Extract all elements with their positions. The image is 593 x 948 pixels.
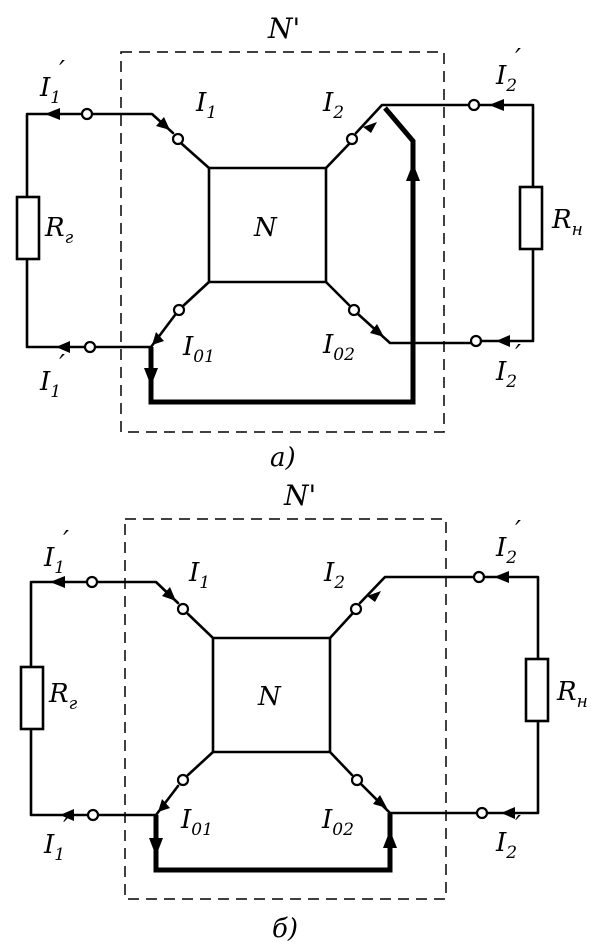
- label-i1p-top: I: [39, 73, 51, 103]
- terminal-1-inner-top: [171, 132, 185, 146]
- terminal-1-outer-bottom: [83, 340, 97, 354]
- terminal-2-inner-top: [349, 602, 363, 616]
- inner-network-box: [211, 636, 332, 754]
- terminal-1-inner-top: [176, 602, 190, 616]
- terminal-2-outer-bottom: [469, 334, 483, 348]
- terminal-1-outer-top: [80, 107, 94, 121]
- label-i2p-top: I: [495, 61, 507, 91]
- label-i2p-bottom: I: [495, 357, 507, 387]
- svg-text:I2′: I2′: [495, 44, 521, 96]
- label-i02: I: [321, 805, 333, 835]
- svg-text:Rн: Rн: [556, 677, 588, 712]
- outer-network-boundary: [120, 51, 445, 433]
- svg-text:I2: I2: [322, 88, 344, 123]
- port2-top-wire: [358, 575, 477, 605]
- svg-text:Rг: Rг: [48, 679, 78, 714]
- arrow-i02: [370, 324, 384, 337]
- port1-bottom-wire: [95, 784, 180, 817]
- label-i2p-bottom: I: [495, 828, 507, 858]
- terminal-2-inner-top: [345, 132, 359, 146]
- label-i01: I: [182, 332, 194, 362]
- inner-network-label: N: [253, 213, 278, 243]
- arrow-i01: [158, 799, 170, 812]
- label-i02: I: [322, 330, 334, 360]
- svg-text:Rг: Rг: [44, 213, 74, 248]
- port2-top-wire: [354, 103, 472, 135]
- arrow-loop-down: [149, 838, 163, 856]
- label-i1: I: [188, 558, 200, 588]
- outer-network-label: N': [283, 479, 316, 512]
- arrow-i1: [156, 117, 170, 130]
- load-resistor-label: R: [551, 205, 572, 235]
- caption-b: б): [272, 914, 298, 944]
- svg-text:I2′: I2′: [495, 811, 521, 863]
- load-resistor: [524, 657, 550, 723]
- label-i2: I: [323, 558, 335, 588]
- arrow-i1p-bottom: [56, 341, 70, 353]
- source-resistor: [19, 665, 45, 731]
- svg-text:I2′: I2′: [495, 340, 521, 392]
- terminal-1-outer-bottom: [86, 808, 100, 822]
- inner-network-label: N: [257, 682, 282, 712]
- label-i1: I: [195, 88, 207, 118]
- svg-text:I2′: I2′: [495, 516, 521, 568]
- terminal-2-outer-bottom: [475, 806, 489, 820]
- svg-text:I01: I01: [182, 332, 215, 367]
- arrow-i2: [363, 122, 377, 133]
- label-i01: I: [180, 805, 192, 835]
- terminal-2-outer-top: [467, 98, 481, 112]
- arrow-i1: [162, 587, 176, 601]
- svg-text:I1′: I1′: [39, 350, 65, 402]
- arrow-loop-down: [144, 368, 158, 386]
- source-resistor: [15, 195, 41, 261]
- terminal-1-inner-bottom: [176, 773, 190, 787]
- arrow-i1p-top: [45, 108, 60, 120]
- svg-text:I1: I1: [195, 88, 217, 123]
- label-i2: I: [322, 88, 334, 118]
- terminal-2-inner-bottom: [347, 303, 361, 317]
- label-i1p-top: I: [43, 543, 55, 573]
- arrow-i1p-bottom: [60, 809, 74, 821]
- svg-text:I2: I2: [323, 558, 345, 593]
- svg-text:I1′: I1′: [43, 813, 69, 865]
- outer-network-boundary: [124, 518, 447, 900]
- inner-network-box: [207, 166, 328, 284]
- svg-text:I02: I02: [322, 330, 355, 365]
- svg-text:Rн: Rн: [551, 205, 583, 240]
- svg-text:I02: I02: [321, 805, 354, 840]
- load-resistor-label: R: [556, 677, 577, 707]
- arrow-loop-up: [406, 163, 420, 181]
- svg-text:I01: I01: [180, 805, 213, 840]
- source-resistor-label: R: [44, 213, 65, 243]
- arrow-i1p-top: [50, 576, 65, 588]
- arrow-i02: [373, 795, 387, 808]
- svg-text:I1′: I1′: [39, 56, 65, 108]
- port2-bottom-wire: [356, 312, 473, 345]
- arrow-loop-up: [383, 830, 397, 848]
- label-i1p-bottom: I: [39, 367, 51, 397]
- terminal-1-outer-top: [85, 575, 99, 589]
- diagram-a: N' N Rг: [15, 12, 583, 473]
- diagram-b: N' N Rг: [19, 479, 588, 944]
- terminal-1-inner-bottom: [172, 303, 186, 317]
- label-i1p-bottom: I: [43, 830, 55, 860]
- label-i2p-top: I: [495, 533, 507, 563]
- outer-network-label: N': [267, 12, 300, 45]
- source-resistor-label: R: [48, 679, 69, 709]
- svg-text:I1′: I1′: [43, 526, 69, 578]
- caption-a: а): [270, 443, 296, 473]
- terminal-2-inner-bottom: [350, 773, 364, 787]
- svg-text:I1: I1: [188, 558, 210, 593]
- arrow-i2: [367, 591, 381, 602]
- terminal-2-outer-top: [472, 570, 486, 584]
- load-resistor: [518, 185, 544, 251]
- arrow-i01: [152, 332, 164, 345]
- port1-bottom-wire: [92, 313, 177, 349]
